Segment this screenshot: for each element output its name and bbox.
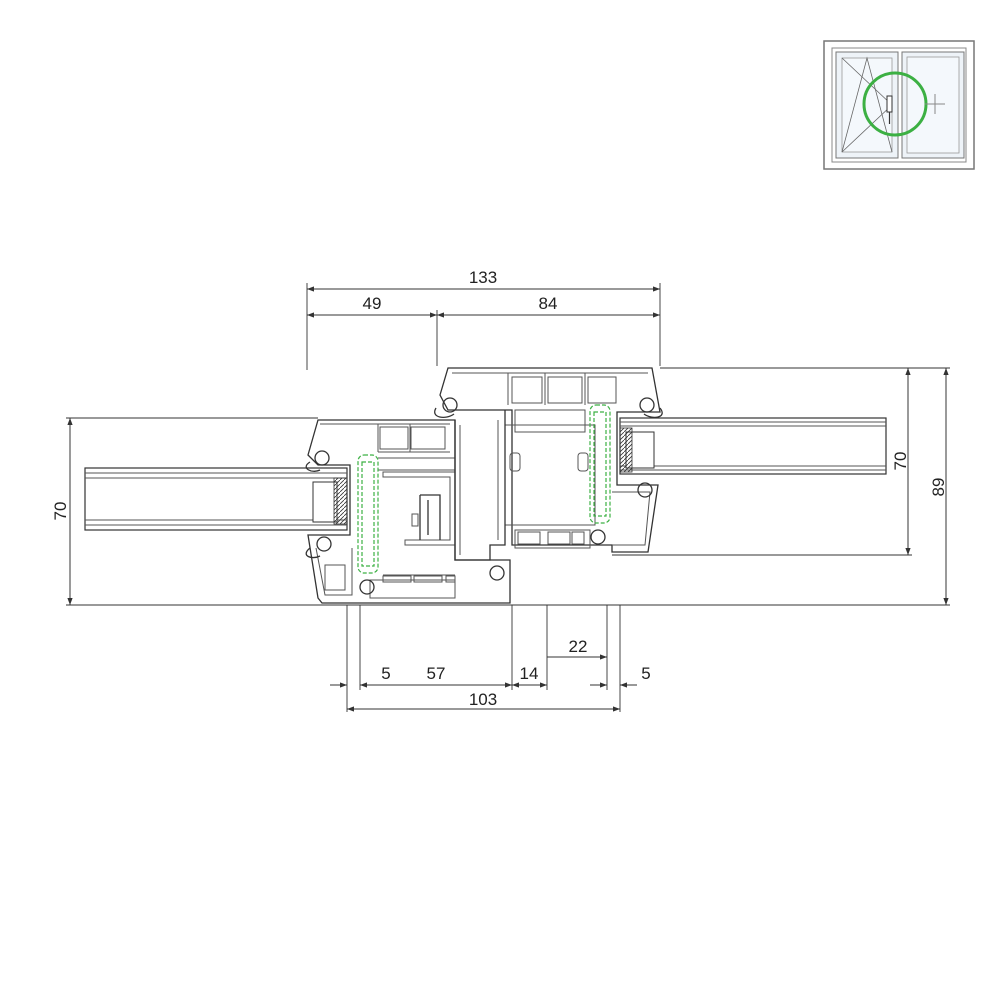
dim-right-inner-height: 70 [891, 452, 910, 471]
dim-bottom-b: 57 [427, 664, 446, 683]
mullion-core [454, 410, 506, 561]
dim-top-left: 49 [363, 294, 382, 313]
window-thumbnail [823, 40, 975, 170]
dim-left-height: 70 [51, 502, 70, 521]
handle-icon [886, 95, 893, 124]
crosshair-icon [925, 94, 945, 114]
dim-bottom-d: 22 [569, 637, 588, 656]
window-sash-icon [835, 51, 965, 159]
steel-reinforcement-right [589, 404, 611, 524]
dimension-lines [66, 283, 950, 712]
dim-bottom-c: 14 [520, 664, 539, 683]
dim-top-right: 84 [539, 294, 558, 313]
dim-bottom-e: 5 [641, 664, 650, 683]
dim-right-total-height: 89 [929, 478, 948, 497]
dim-bottom-a: 5 [381, 664, 390, 683]
right-glazing-unit [619, 417, 887, 475]
dim-bottom-total: 103 [469, 690, 497, 709]
dimension-labels: 133 49 84 70 70 89 5 57 14 22 5 103 [51, 268, 948, 709]
left-glazing-unit [84, 467, 348, 531]
dim-top-total: 133 [469, 268, 497, 287]
steel-reinforcement-left [357, 454, 379, 574]
